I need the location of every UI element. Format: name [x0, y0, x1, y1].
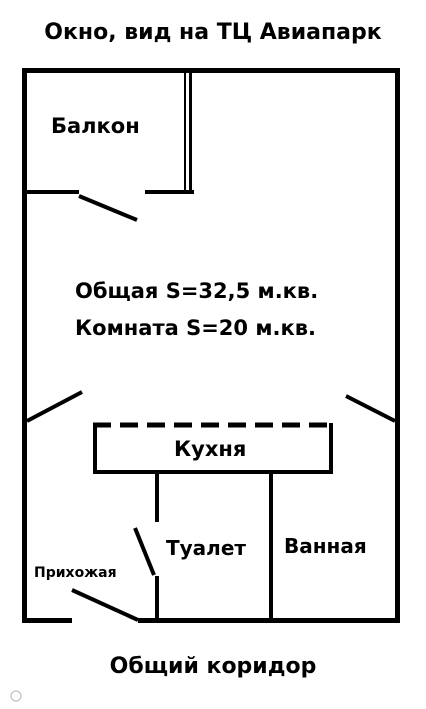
balcony-wall-bottom: [27, 190, 79, 194]
kitchen-wall-bottom: [93, 470, 333, 474]
toilet-wall-left-lower: [155, 576, 159, 623]
balcony-wall-side-outer: [189, 73, 192, 194]
toilet-label: Туалет: [166, 536, 246, 560]
toilet-door: [133, 527, 156, 576]
left-wall-lower: [22, 423, 27, 623]
left-wall-upper: [22, 68, 27, 423]
entrance-door: [71, 588, 139, 622]
kitchen-wall-left: [93, 423, 97, 474]
room-area-label: Комната S=20 м.кв.: [75, 316, 317, 340]
bathroom-label: Ванная: [284, 534, 367, 558]
left-door: [26, 390, 83, 423]
plan-title: Окно, вид на ТЦ Авиапарк: [44, 20, 382, 45]
balcony-door: [78, 194, 138, 222]
right-wall: [395, 68, 400, 623]
toilet-wall-left-upper: [155, 474, 159, 522]
toilet-wall-right: [269, 474, 273, 623]
kitchen-label: Кухня: [174, 437, 247, 461]
hallway-label: Прихожая: [34, 565, 117, 581]
balcony-wall-bottom-right: [145, 190, 194, 194]
balcony-label: Балкон: [51, 114, 140, 138]
kitchen-wall-right: [329, 423, 333, 474]
top-wall: [22, 68, 400, 73]
total-area-label: Общая S=32,5 м.кв.: [75, 279, 319, 303]
right-door: [345, 394, 396, 423]
bottom-wall-left: [22, 618, 72, 623]
watermark-icon: [10, 690, 22, 702]
balcony-wall-side-inner: [184, 73, 186, 190]
corridor-label: Общий коридор: [109, 654, 317, 679]
